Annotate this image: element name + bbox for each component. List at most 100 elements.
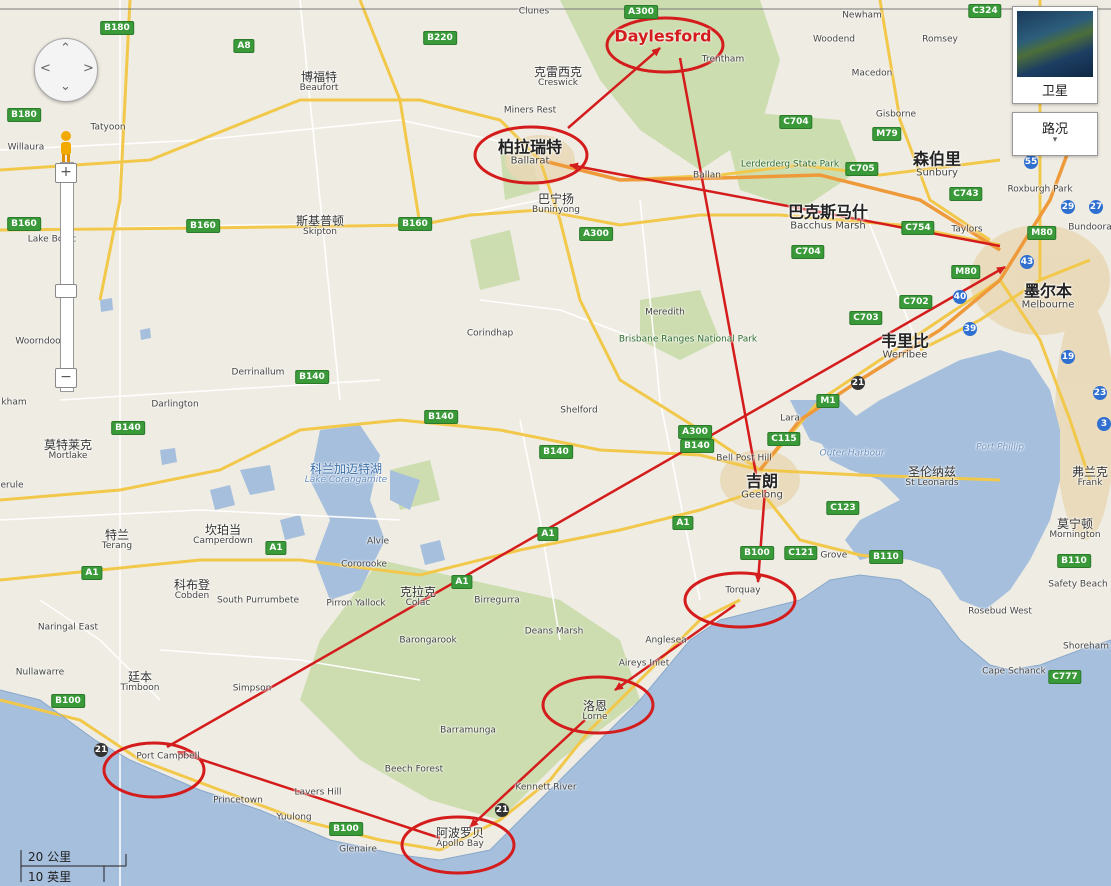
road-shield-c743: C743: [949, 187, 983, 201]
road-shield-r19: 19: [1061, 350, 1075, 364]
place-name-en: Tatyoon: [90, 122, 126, 133]
road-shield-b140d: B140: [539, 445, 573, 459]
place-name-en: Lake Corangamite: [304, 474, 388, 485]
place-name-zh: 巴克斯马什: [787, 202, 869, 222]
road-shield-b100a: B100: [51, 694, 85, 708]
place-name-en: Sunbury: [916, 167, 958, 179]
pan-down-icon[interactable]: ⌄: [60, 79, 71, 94]
place-name-en: Cororooke: [341, 559, 387, 570]
place-name-en: Safety Beach: [1048, 579, 1108, 590]
place-name-en: kham: [1, 397, 27, 408]
place-label-deans-marsh: Deans Marsh: [524, 626, 584, 637]
road-shield-a8: A8: [233, 39, 255, 53]
traffic-toggle[interactable]: 路况 ▾: [1012, 112, 1098, 156]
place-label-bundoora: Bundoora: [1068, 222, 1111, 232]
road-shield-m79: M79: [872, 127, 902, 141]
place-name-zh: 特兰: [104, 527, 130, 542]
place-name-en: Willaura: [7, 142, 45, 153]
place-label-outer-harbour: Outer Harbour: [819, 448, 884, 458]
place-name-en: South Purrumbete: [216, 595, 300, 606]
place-name-en: Lake Bolac: [27, 234, 77, 245]
place-name-en: Princetown: [213, 795, 263, 806]
place-name-zh: 森伯里: [912, 149, 962, 169]
road-shield-b110b: B110: [1057, 554, 1091, 568]
place-name-en: Camperdown: [193, 535, 253, 546]
road-shield-r21a: 21: [94, 743, 108, 757]
road-shield-b110a: B110: [869, 550, 903, 564]
road-shield-a1a: A1: [265, 541, 287, 555]
road-shield-a300c: A300: [678, 425, 712, 439]
place-name-en: Terang: [101, 540, 133, 551]
place-label-aireys-inlet: Aireys Inlet: [619, 658, 670, 668]
place-label-woodend: Woodend: [813, 34, 855, 44]
road-shield-b100c: B100: [740, 546, 774, 560]
place-name-en: Derrinallum: [231, 367, 285, 378]
place-name-en: Geelong: [741, 489, 783, 501]
place-name-en: Rosebud West: [968, 606, 1032, 617]
place-name-en: Roxburgh Park: [1007, 184, 1073, 195]
place-label-corindhap: Corindhap: [467, 328, 513, 338]
place-label-naringal-east: Naringal East: [38, 622, 98, 632]
road-shield-c123: C123: [826, 501, 860, 515]
zoom-in-button[interactable]: +: [55, 163, 77, 183]
place-label-port-campbell: Port Campbell: [136, 751, 199, 761]
place-name-en: Shoreham: [1063, 641, 1109, 652]
place-label-glenaire: Glenaire: [339, 844, 377, 854]
place-label-ballan: Ballan: [693, 170, 721, 181]
place-label-hamilton: kham: [1, 397, 27, 408]
place-name-en: Anglesea: [645, 635, 687, 646]
zoom-slider-handle[interactable]: [55, 284, 77, 298]
place-name-en: Woorndoo: [15, 336, 61, 347]
satellite-toggle[interactable]: 卫星: [1012, 6, 1098, 104]
place-name-en: Ocean Grove: [788, 550, 848, 561]
place-name-zh: 韦里比: [880, 331, 930, 351]
road-shield-r21b: 21: [495, 803, 509, 817]
place-name-en: Deans Marsh: [524, 626, 584, 637]
pegman-icon[interactable]: [56, 130, 76, 164]
place-name-en: Lara: [780, 413, 800, 424]
place-name-zh: 莫特莱克: [43, 437, 93, 452]
place-label-lara: Lara: [780, 413, 800, 424]
place-label-lerderderg: Lerderderg State Park: [741, 159, 839, 169]
pan-control[interactable]: ⌃ < > ⌄: [34, 38, 98, 102]
place-name-zh: 墨尔本: [1023, 281, 1073, 301]
place-name-en: Lavers Hill: [294, 787, 342, 798]
place-name-en: Ballan: [693, 170, 721, 181]
road-shield-b160a: B160: [7, 217, 41, 231]
place-label-brisbane-ranges: Brisbane Ranges National Park: [618, 334, 758, 345]
pan-left-icon[interactable]: <: [40, 61, 51, 76]
place-label-romsey: Romsey: [922, 34, 958, 44]
place-name-zh: 巴宁扬: [537, 191, 575, 206]
place-label-ocean-grove: Ocean Grove: [788, 550, 848, 561]
place-label-kennett-river: Kennett River: [515, 782, 576, 792]
place-label-alvie: Alvie: [367, 536, 389, 546]
place-name-zh: 廷本: [127, 669, 153, 684]
road-shield-a1d: A1: [537, 527, 559, 541]
road-shield-c324: C324: [968, 4, 1002, 18]
pan-up-icon[interactable]: ⌃: [60, 41, 71, 56]
pan-right-icon[interactable]: >: [83, 61, 94, 76]
road-shield-r3: 3: [1097, 417, 1111, 431]
place-name-en: Mornington: [1049, 529, 1101, 540]
place-label-woorndoo: Woorndoo: [15, 336, 61, 347]
place-name-zh: 斯基普顿: [295, 213, 345, 228]
place-name-en: Melbourne: [1021, 299, 1075, 311]
place-name-en: Brisbane Ranges National Park: [618, 334, 758, 345]
zoom-slider-track[interactable]: [60, 162, 74, 392]
place-name-zh: 弗兰克: [1071, 464, 1109, 479]
place-name-en: Yuulong: [276, 812, 312, 823]
road-shield-b140e: B140: [680, 439, 714, 453]
zoom-out-button[interactable]: −: [55, 368, 77, 388]
place-name-zh: 阿波罗贝: [435, 825, 485, 840]
